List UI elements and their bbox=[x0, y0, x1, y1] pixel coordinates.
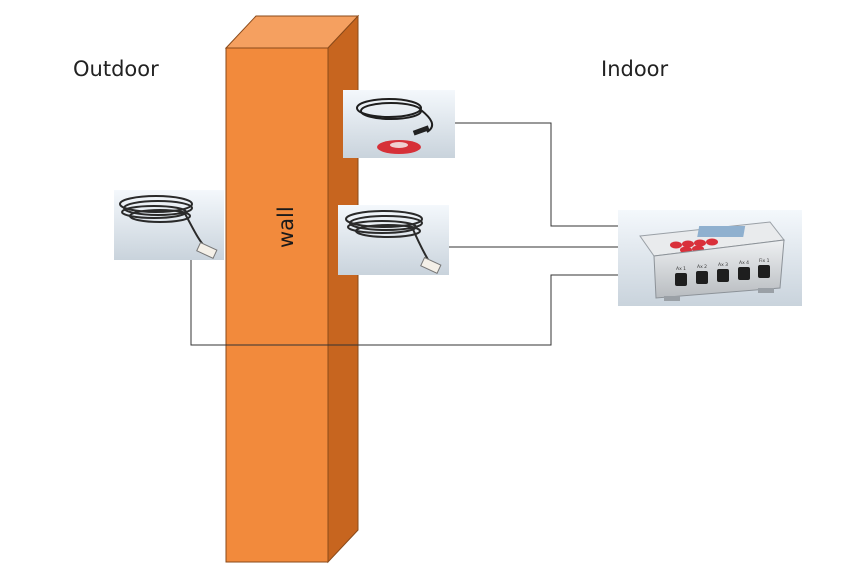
port-label: Ax 4 bbox=[739, 260, 749, 266]
device-buttons bbox=[670, 238, 718, 254]
indoor-label: Indoor bbox=[601, 57, 669, 81]
port-label: Ax 3 bbox=[718, 262, 728, 268]
port: Ax 3 bbox=[717, 262, 729, 282]
port: Ax 1 bbox=[675, 266, 687, 286]
port-label: Ax 2 bbox=[697, 264, 707, 270]
outdoor-label: Outdoor bbox=[73, 57, 159, 81]
wall bbox=[224, 14, 360, 564]
port: Ax 4 bbox=[738, 260, 750, 280]
solar-radiation-sensor-photo bbox=[343, 90, 455, 158]
port: Fix 1 bbox=[758, 258, 770, 278]
port-label: Ax 1 bbox=[676, 266, 686, 272]
climate-controller-photo: Ax 1 Ax 2 Ax 3 Ax 4 Fix 1 bbox=[618, 210, 802, 306]
wall-label: wall bbox=[274, 206, 298, 248]
port-label: Fix 1 bbox=[759, 258, 770, 264]
port: Ax 2 bbox=[696, 264, 708, 284]
wire-solar-sensor bbox=[455, 122, 618, 227]
wiring bbox=[190, 122, 618, 346]
device-ports: Ax 1 Ax 2 Ax 3 Ax 4 Fix 1 bbox=[675, 258, 770, 286]
indoor-temperature-sensor-photo bbox=[338, 205, 449, 275]
wall-front-face bbox=[225, 47, 329, 563]
outdoor-temperature-sensor-photo bbox=[114, 190, 224, 260]
wire-outdoor-temp-sensor bbox=[190, 258, 618, 346]
